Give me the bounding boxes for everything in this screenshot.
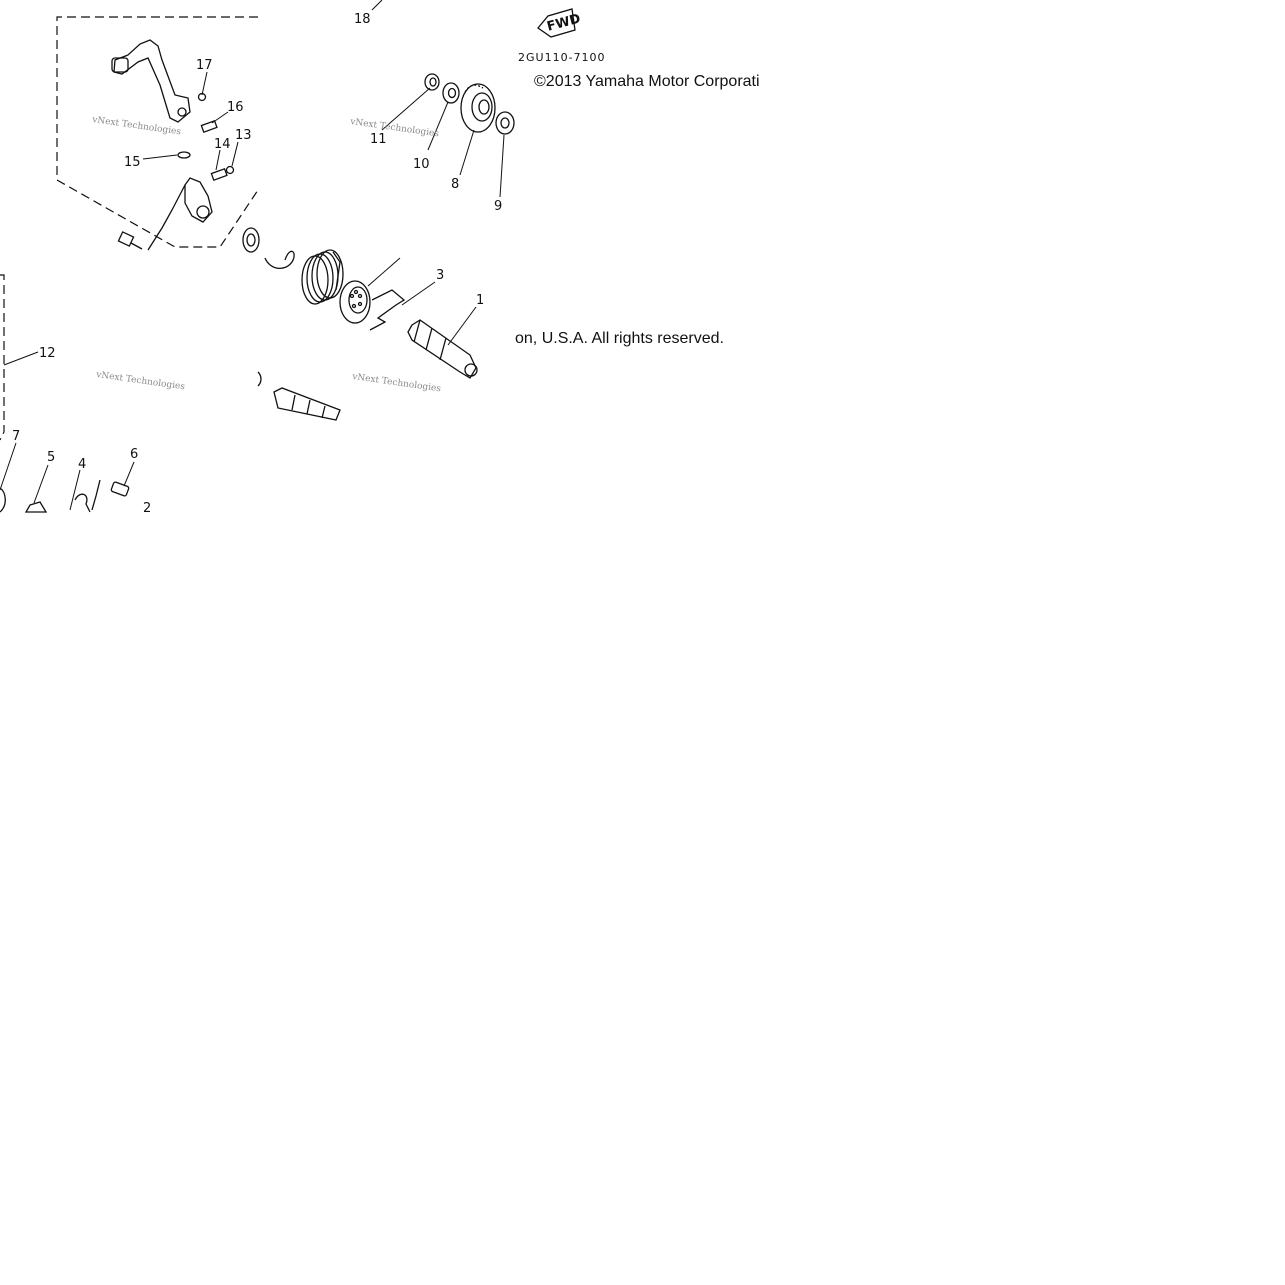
torsion-spring-part xyxy=(301,249,344,305)
watermark-1: vNext Technologies xyxy=(91,115,182,138)
return-spring-part xyxy=(264,250,295,269)
watermark-3: vNext Technologies xyxy=(95,370,186,393)
drawing-code: 2GU110-7100 xyxy=(518,51,606,64)
callout-3: 3 xyxy=(436,268,444,283)
bearing-part xyxy=(242,227,260,253)
callout-17: 17 xyxy=(196,58,213,73)
callout-18: 18 xyxy=(354,12,371,27)
part-5 xyxy=(24,501,48,513)
crop-mask xyxy=(0,515,1285,1285)
callout-11: 11 xyxy=(370,132,387,147)
clip-3-part xyxy=(369,289,406,331)
callout-7: 7 xyxy=(12,429,20,444)
callout-16: 16 xyxy=(227,100,244,115)
washer-9-part xyxy=(495,111,515,135)
spring-14-part xyxy=(210,167,228,181)
callout-12: 12 xyxy=(39,346,56,361)
callout-15: 15 xyxy=(124,155,141,170)
kick-shaft-1-part xyxy=(407,319,478,379)
callout-4: 4 xyxy=(78,457,86,472)
fwd-arrow-icon xyxy=(537,8,576,38)
ratchet-wheel-part xyxy=(339,280,371,324)
pin-2-line xyxy=(91,479,101,511)
part-7 xyxy=(0,487,6,513)
callout-13: 13 xyxy=(235,128,252,143)
washer-10-part xyxy=(442,82,460,104)
pin-6-part xyxy=(110,481,130,497)
idler-gear-8-part xyxy=(460,83,496,133)
callout-14: 14 xyxy=(214,137,231,152)
callout-10: 10 xyxy=(413,157,430,172)
callout-6: 6 xyxy=(130,447,138,462)
callout-9: 9 xyxy=(494,199,502,214)
callout-1: 1 xyxy=(476,293,484,308)
bolt-16-part xyxy=(200,119,218,133)
part-4-spring xyxy=(74,493,91,513)
watermark-4: vNext Technologies xyxy=(351,372,442,395)
callout-8: 8 xyxy=(451,177,459,192)
copyright-line-2: on, U.S.A. All rights reserved. xyxy=(515,330,724,347)
spline-shaft-part xyxy=(257,371,341,421)
watermark-2: vNext Technologies xyxy=(349,117,440,140)
o-ring-15-part xyxy=(177,151,191,159)
circlip-11-part xyxy=(424,73,440,91)
leader-lines xyxy=(0,0,505,511)
dashed-group-left xyxy=(0,274,5,441)
callout-2: 2 xyxy=(143,501,151,516)
copyright-line-1: ©2013 Yamaha Motor Corporati xyxy=(534,73,760,90)
bolt-left-part xyxy=(117,231,143,250)
ball-13-part xyxy=(225,165,235,175)
kick-boss-part xyxy=(147,177,213,251)
kick-pedal-part xyxy=(111,39,191,123)
callout-5: 5 xyxy=(47,450,55,465)
